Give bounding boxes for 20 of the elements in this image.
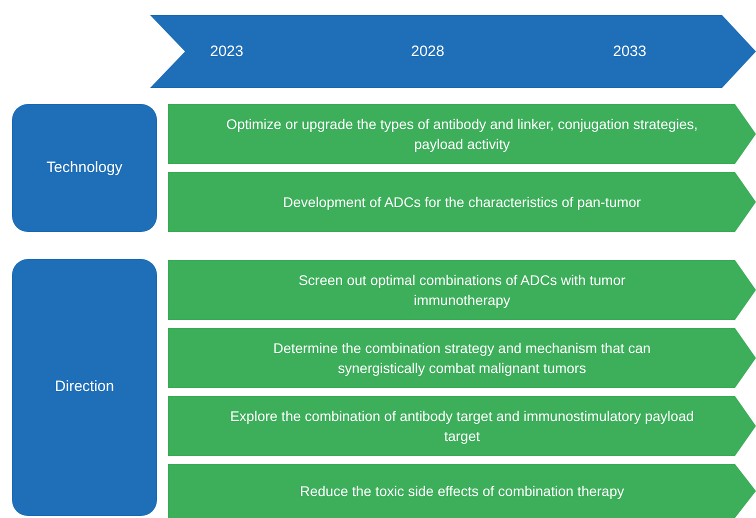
- band-text: Development of ADCs for the characteristics of pan-tumor: [282, 193, 641, 212]
- band-text: Reduce the toxic side effects of combination therapy: [298, 482, 624, 501]
- arrow-band: [168, 396, 756, 456]
- year-label: 2033: [613, 43, 646, 60]
- band-text: Screen out optimal combinations of ADCs with tumor immunotherapy: [298, 271, 626, 310]
- year-label: 2023: [210, 43, 244, 60]
- band-text: Optimize or upgrade the types of antibody and linker, conjugation strategies, payload activity: [225, 115, 699, 154]
- arrow-band: [168, 464, 756, 518]
- arrow-band: [168, 260, 756, 320]
- band-text: Explore the combination of antibody target and immunostimulatory payload target: [229, 407, 695, 446]
- timeline-chevron: [150, 15, 756, 88]
- category-label: Direction: [54, 377, 114, 398]
- band-text: Determine the combination strategy and mechanism that can synergistically combat malignant tumors: [272, 339, 652, 378]
- arrow-band: [168, 328, 756, 388]
- year-label: 2028: [411, 43, 444, 60]
- arrow-band: [168, 172, 756, 232]
- category-box: [12, 104, 157, 232]
- arrow-band: [168, 104, 756, 164]
- category-label: Technology: [46, 158, 122, 178]
- category-box: [12, 259, 157, 516]
